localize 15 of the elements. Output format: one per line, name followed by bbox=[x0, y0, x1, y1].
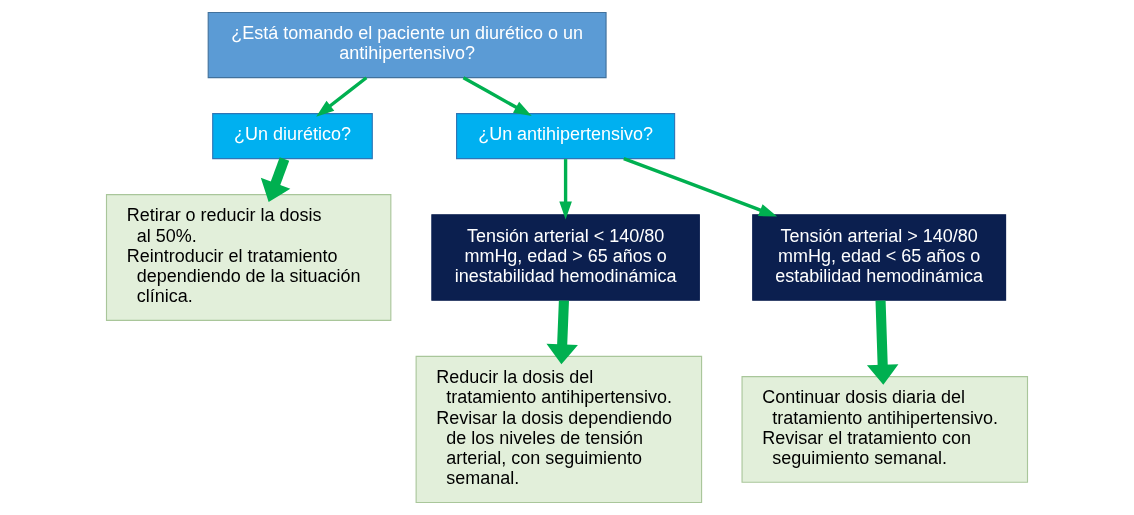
node-box: Reducir la dosis del tratamiento antihipertensivo. Revisar la dosis dependiendo de los niveles de tensión arterial, con seguimiento semanal. bbox=[415, 355, 703, 504]
arrow bbox=[559, 159, 572, 220]
arrow bbox=[623, 157, 778, 217]
arrow bbox=[866, 300, 899, 385]
arrow bbox=[316, 76, 368, 117]
node-box: Tensión arterial > 140/80 mmHg, edad < 65 años o estabilidad hemodinámica bbox=[752, 214, 1007, 301]
node-box: ¿Un diurético? bbox=[212, 113, 373, 160]
node-box: ¿Está tomando el paciente un diurético o un antihipertensivo? bbox=[207, 11, 607, 79]
arrow bbox=[462, 76, 532, 117]
node-box: ¿Un antihipertensivo? bbox=[456, 113, 676, 160]
node-box: Tensión arterial < 140/80 mmHg, edad > 65 años o inestabilidad hemodinámica bbox=[431, 214, 700, 301]
arrow bbox=[260, 157, 291, 203]
arrow bbox=[546, 300, 578, 365]
node-box: Retirar o reducir la dosis al 50%. Reintroducir el tratamiento dependiendo de la situación clínica. bbox=[105, 194, 392, 321]
node-box: Continuar dosis diaria del tratamiento antihipertensivo. Revisar el tratamiento con seguimiento semanal. bbox=[741, 376, 1029, 483]
